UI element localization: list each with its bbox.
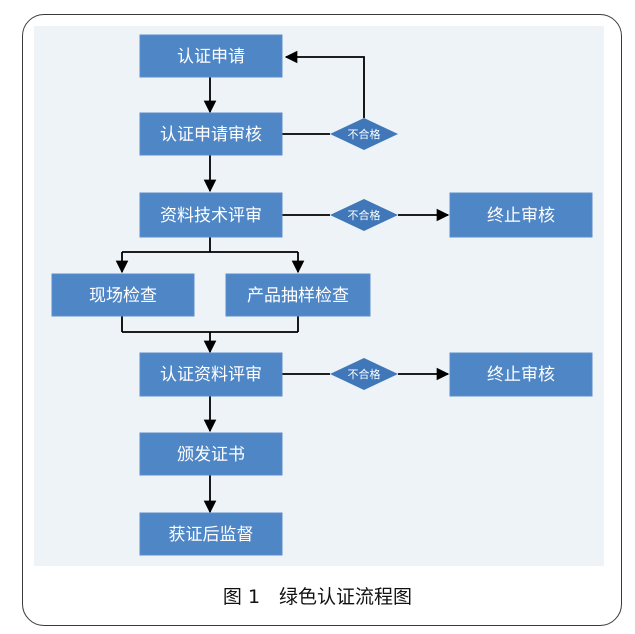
node-tech-review: 资料技术评审 — [139, 192, 283, 238]
node-apply: 认证申请 — [139, 34, 283, 78]
connectors — [115, 50, 450, 514]
node-apply-review-label: 认证申请审核 — [160, 125, 262, 145]
decision-3-label: 不合格 — [348, 367, 381, 381]
node-supervision: 获证后监督 — [139, 512, 283, 556]
node-apply-review: 认证申请审核 — [139, 112, 283, 156]
node-terminate-2: 终止审核 — [449, 352, 593, 397]
node-supervision-label: 获证后监督 — [169, 525, 254, 545]
decision-2-label: 不合格 — [348, 208, 381, 222]
node-terminate-1-label: 终止审核 — [487, 206, 555, 226]
node-site-check: 现场检查 — [51, 273, 195, 317]
node-issue-cert-label: 颁发证书 — [177, 445, 245, 465]
decision-3: 不合格 — [330, 358, 398, 390]
node-tech-review-label: 资料技术评审 — [160, 206, 262, 226]
node-site-check-label: 现场检查 — [89, 286, 157, 306]
node-cert-review: 认证资料评审 — [139, 352, 283, 397]
decision-2: 不合格 — [330, 199, 398, 231]
decision-1: 不合格 — [330, 118, 398, 150]
node-terminate-1: 终止审核 — [449, 192, 593, 238]
arrow-d1-to-apply — [284, 50, 365, 118]
node-apply-label: 认证申请 — [177, 47, 245, 67]
node-sample-check-label: 产品抽样检查 — [247, 286, 349, 306]
figure-caption: 图 1 绿色认证流程图 — [222, 586, 413, 608]
node-cert-review-label: 认证资料评审 — [160, 365, 262, 385]
node-terminate-2-label: 终止审核 — [487, 365, 555, 385]
decision-1-label: 不合格 — [348, 127, 381, 141]
node-sample-check: 产品抽样检查 — [225, 273, 371, 317]
node-issue-cert: 颁发证书 — [139, 432, 283, 476]
